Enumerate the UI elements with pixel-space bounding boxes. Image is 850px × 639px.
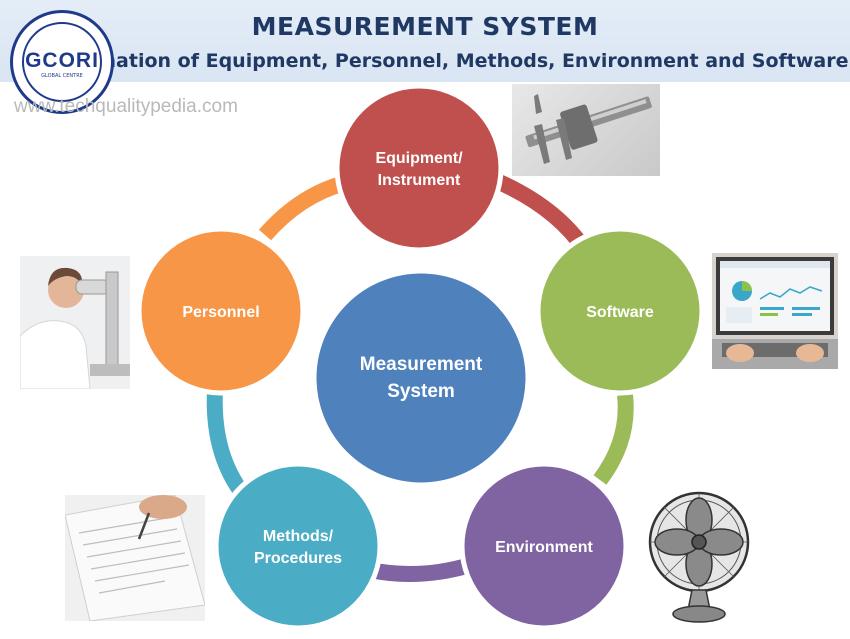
microscope-user-icon: [20, 256, 130, 389]
page-subtitle: ination of Equipment, Personnel, Methods…: [96, 50, 849, 72]
logo-ring-text: GLOBAL CENTRE: [41, 73, 83, 79]
fan-icon: [648, 491, 750, 623]
equipment-node-circle: [334, 83, 504, 253]
environment-node-circle: [459, 461, 629, 631]
arc-personnel-equipment: [258, 175, 348, 241]
equipment-label-line2: Instrument: [378, 172, 461, 189]
laptop-icon: [712, 257, 838, 369]
personnel-label: Personnel: [182, 304, 259, 321]
logo-inner-ring: [22, 22, 102, 102]
page-title: MEASUREMENT SYSTEM: [251, 12, 599, 41]
caliper-icon: [525, 94, 652, 164]
logo-text: GCORI: [25, 49, 99, 72]
methods-label-line2: Procedures: [254, 550, 342, 567]
center-label-line1: Measurement: [360, 354, 483, 375]
center-label-line2: System: [387, 381, 455, 402]
methods-node-circle: [213, 461, 383, 631]
arc-software-environment: [593, 394, 634, 485]
microscope-photo: [20, 256, 130, 389]
arc-methods-personnel: [206, 389, 247, 495]
environment-label: Environment: [495, 539, 593, 556]
title-banner: MEASUREMENT SYSTEM ination of Equipment,…: [0, 0, 850, 82]
arc-equipment-software: [486, 170, 592, 255]
watermark-url: www.techqualitypedia.com: [14, 96, 238, 117]
document-signing-icon: [65, 495, 205, 621]
caliper-photo: [512, 84, 660, 176]
gcori-logo: GCORI GLOBAL CENTRE: [10, 10, 114, 114]
personnel-node-circle: [136, 226, 306, 396]
fan-illustration: [640, 490, 758, 625]
laptop-photo: [712, 253, 838, 369]
software-node-circle: [535, 226, 705, 396]
signing-photo: [65, 495, 205, 621]
equipment-label-line1: Equipment/: [375, 150, 463, 167]
arc-environment-methods: [368, 557, 473, 582]
software-label: Software: [586, 304, 654, 321]
center-node-circle: [311, 268, 531, 488]
methods-label-line1: Methods/: [263, 528, 334, 545]
